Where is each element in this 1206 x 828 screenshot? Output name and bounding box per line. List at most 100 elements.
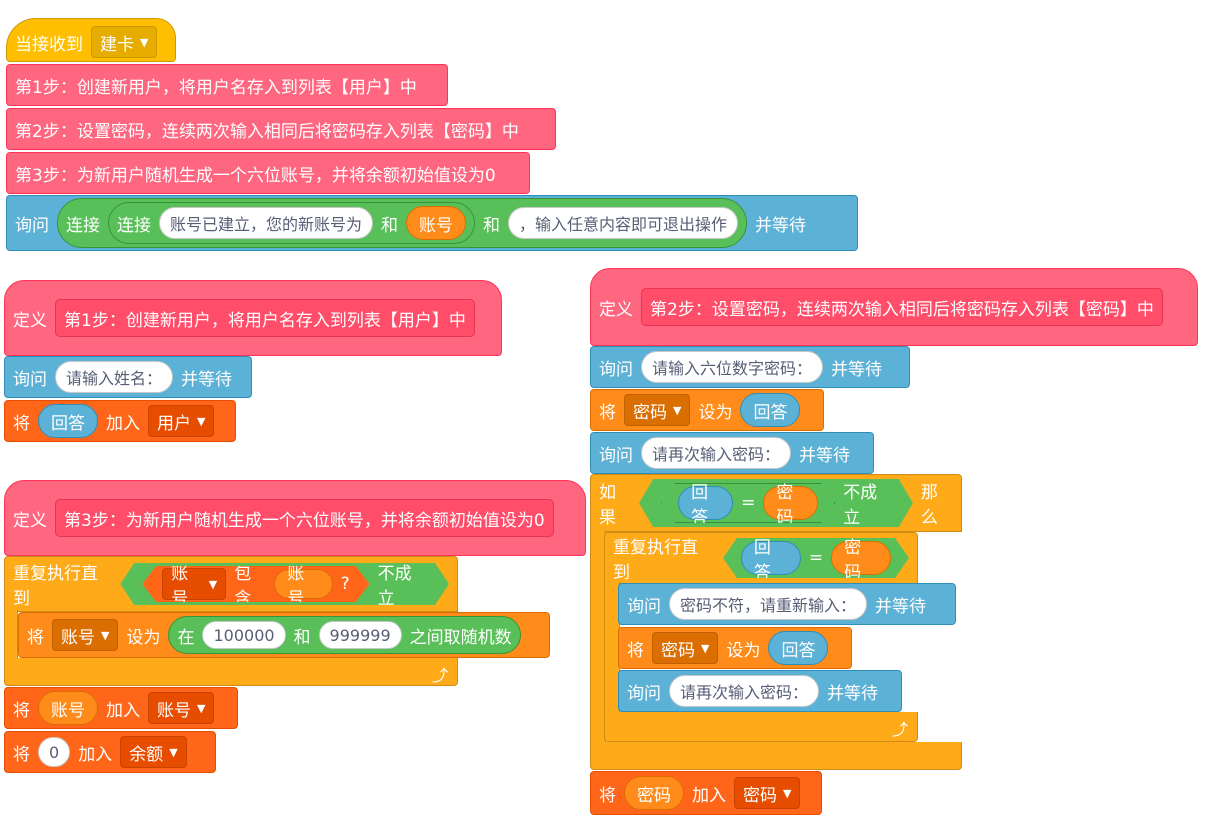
add-to-label: 加入: [78, 744, 113, 765]
password-variable[interactable]: 密码: [624, 776, 684, 810]
account-list-value: 账号: [171, 564, 189, 609]
account-variable[interactable]: 账号: [406, 206, 467, 240]
balance-list-dropdown[interactable]: 余额 ▼: [120, 736, 187, 768]
caret-down-icon: ▼: [197, 414, 206, 428]
ask-password-again-block[interactable]: 询问 请再次输入密码： 并等待: [590, 432, 874, 474]
join-label: 连接: [66, 215, 100, 236]
wait-label: 并等待: [827, 683, 879, 704]
account-var-value: 账号: [61, 627, 95, 648]
add-label: 将: [13, 413, 30, 434]
text-account-created[interactable]: 账号已建立，您的新账号为: [159, 207, 374, 239]
answer-reporter[interactable]: 回答: [768, 631, 829, 665]
account-list-value: 账号: [157, 700, 191, 721]
repeat-until-bottom: [604, 712, 918, 742]
repeat-until-top[interactable]: 重复执行直到 回答 = 密码: [604, 532, 918, 584]
text-exit-hint[interactable]: ，输入任意内容即可退出操作: [508, 207, 739, 239]
users-list-value: 用户: [157, 413, 191, 434]
password-list-dropdown[interactable]: 密码▼: [734, 777, 801, 809]
set-to-label: 设为: [698, 402, 733, 423]
call-step3-block[interactable]: 第3步：为新用户随机生成一个六位账号，并将余额初始值设为0: [6, 152, 530, 194]
answer-reporter[interactable]: 回答: [741, 541, 801, 575]
prompt-name[interactable]: 请输入姓名：: [55, 361, 174, 393]
password-variable[interactable]: 密码: [763, 486, 818, 520]
ask-retry-block[interactable]: 询问 密码不符，请重新输入： 并等待: [618, 583, 956, 625]
ask-password-block[interactable]: 询问 请输入六位数字密码： 并等待: [590, 346, 910, 388]
prompt-password-again[interactable]: 请再次输入密码：: [641, 437, 792, 469]
caret-down-icon: ▼: [169, 745, 178, 759]
define-step2-hat[interactable]: 定义 第2步：设置密码，连续两次输入相同后将密码存入列表【密码】中: [590, 268, 1198, 346]
equals-label: =: [808, 548, 824, 568]
call-step1-label: 第1步：创建新用户，将用户名存入到列表【用户】中: [15, 77, 417, 98]
prompt-password-again[interactable]: 请再次输入密码：: [669, 675, 820, 707]
prompt-password[interactable]: 请输入六位数字密码：: [641, 351, 824, 383]
set-account-random-block[interactable]: 将 账号▼ 设为 在 100000 和 999999 之间取随机数: [18, 612, 550, 658]
ask-name-block[interactable]: 询问 请输入姓名： 并等待: [4, 356, 252, 398]
ask-label: 询问: [627, 596, 661, 617]
call-step2-block[interactable]: 第2步：设置密码，连续两次输入相同后将密码存入列表【密码】中: [6, 108, 556, 150]
password-variable[interactable]: 密码: [831, 541, 891, 575]
define-step1-hat[interactable]: 定义 第1步：创建新用户，将用户名存入到列表【用户】中: [4, 280, 502, 356]
caret-down-icon: ▼: [673, 403, 682, 417]
wait-label: 并等待: [831, 359, 883, 380]
users-list-dropdown[interactable]: 用户 ▼: [148, 405, 215, 437]
ask-password-again-block-2[interactable]: 询问 请再次输入密码： 并等待: [618, 670, 902, 712]
answer-reporter[interactable]: 回答: [678, 486, 733, 520]
ask-join-block[interactable]: 询问 连接 连接 账号已建立，您的新账号为 和 账号 和 ，输入任意内容即可退出…: [6, 195, 858, 251]
random-in-label: 在: [177, 627, 195, 648]
add-password-to-list-block[interactable]: 将 密码 加入 密码▼: [590, 771, 822, 815]
define-step3-hat[interactable]: 定义 第3步：为新用户随机生成一个六位账号，并将余额初始值设为0: [4, 480, 586, 556]
set-password-retry-block[interactable]: 将 密码▼ 设为 回答: [618, 627, 852, 669]
password-list-value: 密码: [743, 785, 777, 806]
set-password-block[interactable]: 将 密码▼ 设为 回答: [590, 389, 824, 431]
answer-reporter[interactable]: 回答: [38, 404, 98, 438]
call-step3-label: 第3步：为新用户随机生成一个六位账号，并将余额初始值设为0: [15, 165, 496, 186]
account-variable[interactable]: 账号: [38, 691, 98, 725]
not-label: 不成立: [377, 564, 412, 609]
add-answer-to-users-block[interactable]: 将 回答 加入 用户▼: [4, 400, 236, 442]
account-list-dropdown[interactable]: 账号▼: [162, 568, 226, 600]
equals-condition[interactable]: 回答 = 密码: [661, 483, 835, 523]
account-var-dropdown[interactable]: 账号▼: [52, 619, 119, 651]
set-to-label: 设为: [726, 640, 761, 661]
when-receive-label: 当接收到: [15, 34, 83, 55]
join-outer[interactable]: 连接 连接 账号已建立，您的新账号为 和 账号 和 ，输入任意内容即可退出操作: [57, 198, 748, 248]
when-receive-hat[interactable]: 当接收到 建卡▼: [6, 18, 176, 62]
equals-condition[interactable]: 回答 = 密码: [723, 538, 909, 578]
wait-label: 并等待: [799, 445, 851, 466]
list-contains-condition[interactable]: 账号▼ 包含 账号 ?: [142, 566, 369, 602]
ask-label: 询问: [599, 445, 633, 466]
not-condition[interactable]: 账号▼ 包含 账号 ? 不成立: [120, 563, 449, 605]
message-dropdown[interactable]: 建卡▼: [91, 26, 158, 58]
account-list-dropdown[interactable]: 账号▼: [148, 692, 215, 724]
random-operator[interactable]: 在 100000 和 999999 之间取随机数: [168, 616, 521, 654]
define-step1-name: 第1步：创建新用户，将用户名存入到列表【用户】中: [55, 299, 475, 337]
set-label: 将: [27, 627, 44, 648]
password-var-dropdown[interactable]: 密码▼: [624, 394, 691, 426]
password-var-dropdown[interactable]: 密码▼: [652, 632, 719, 664]
ask-label: 询问: [13, 369, 47, 390]
if-top[interactable]: 如果 回答 = 密码 不成立 那么: [590, 474, 962, 532]
answer-reporter[interactable]: 回答: [740, 393, 801, 427]
account-variable[interactable]: 账号: [274, 569, 332, 599]
zero-input[interactable]: 0: [38, 737, 71, 767]
random-max-input[interactable]: 999999: [318, 621, 402, 649]
call-step1-block[interactable]: 第1步：创建新用户，将用户名存入到列表【用户】中: [6, 64, 448, 106]
define-label: 定义: [599, 299, 633, 320]
repeat-until-arm: [4, 610, 18, 662]
define-step3-name: 第3步：为新用户随机生成一个六位账号，并将余额初始值设为0: [55, 499, 554, 537]
loop-arrow-icon: ⤴: [432, 666, 449, 685]
caret-down-icon: ▼: [701, 641, 710, 655]
prompt-mismatch[interactable]: 密码不符，请重新输入：: [669, 588, 868, 620]
add-zero-to-balance-block[interactable]: 将 0 加入 余额▼: [4, 731, 216, 773]
repeat-until-label: 重复执行直到: [613, 538, 698, 583]
add-label: 将: [599, 785, 616, 806]
balance-list-value: 余额: [129, 744, 164, 765]
then-label: 那么: [920, 483, 938, 528]
random-min-input[interactable]: 100000: [202, 621, 286, 649]
add-account-to-list-block[interactable]: 将 账号 加入 账号▼: [4, 687, 238, 729]
repeat-until-top[interactable]: 重复执行直到 账号▼ 包含 账号 ? 不成立: [4, 556, 458, 612]
join-inner[interactable]: 连接 账号已建立，您的新账号为 和 账号: [108, 202, 476, 244]
add-to-label: 加入: [106, 700, 140, 721]
not-condition[interactable]: 回答 = 密码 不成立: [639, 479, 913, 527]
define-step2-name: 第2步：设置密码，连续两次输入相同后将密码存入列表【密码】中: [641, 288, 1163, 326]
